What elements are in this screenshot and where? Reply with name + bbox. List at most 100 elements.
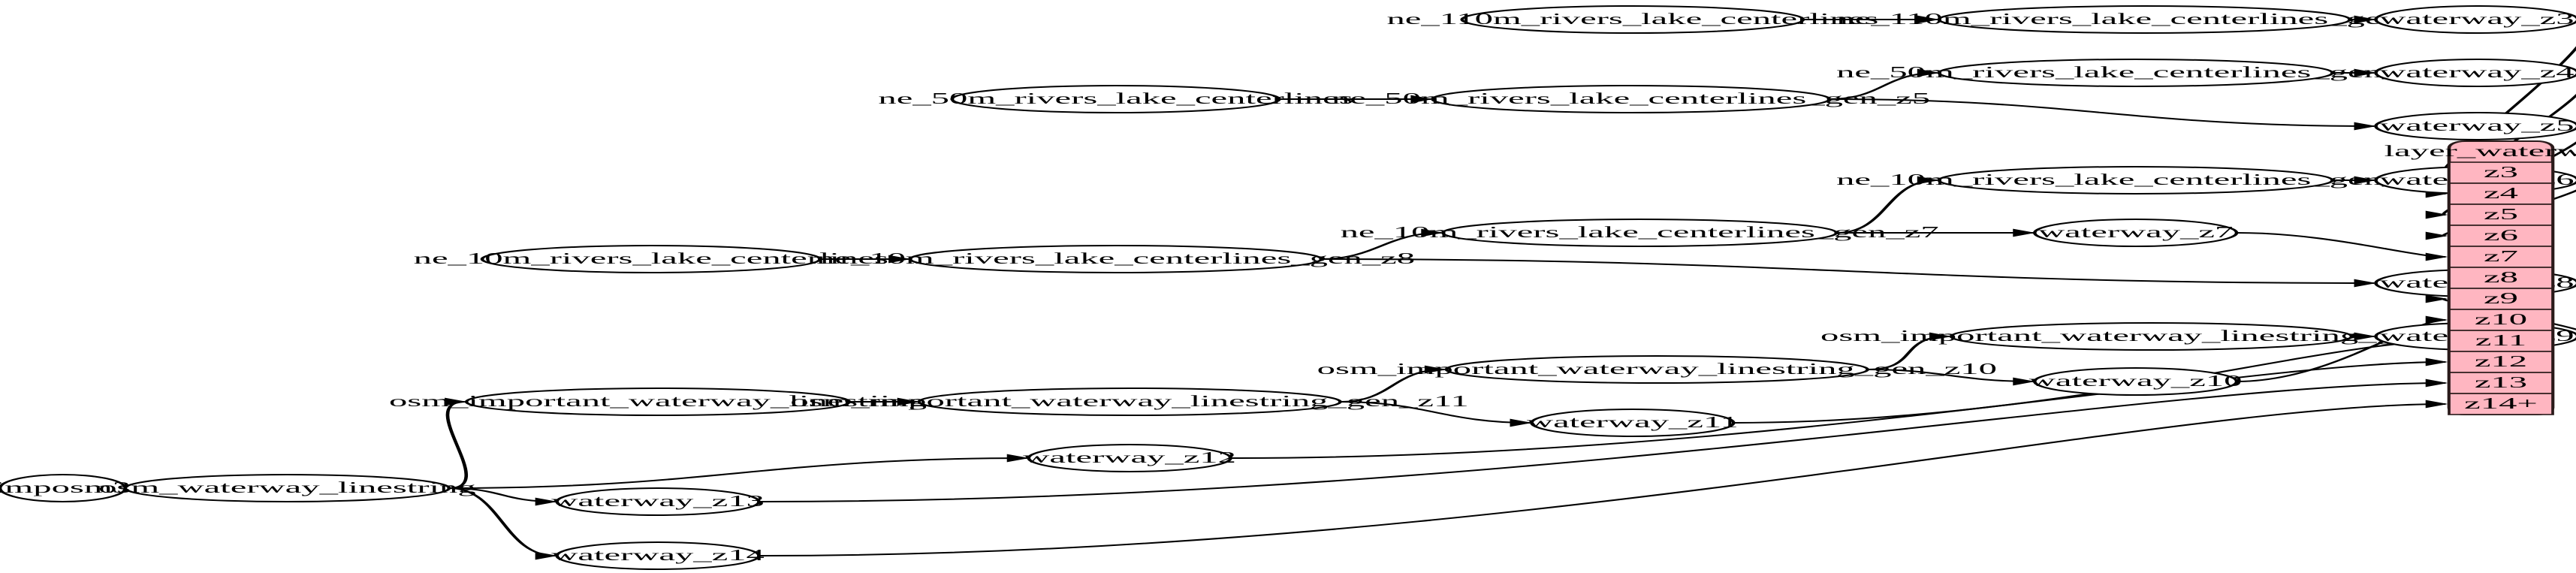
edge-waterway_z10-to-table-z10-arrow xyxy=(2425,315,2448,324)
node-ellipse-ne_50m_rivers_lake_centerlines_gen_z5 xyxy=(1431,85,1832,113)
table-row-z3[interactable] xyxy=(2448,161,2554,184)
node-ellipse-waterway_z7 xyxy=(2032,219,2239,247)
table-row-label-z3: z3 xyxy=(2484,164,2518,181)
node-ellipse-waterway_z13 xyxy=(555,487,761,516)
edge-osm_important_waterway_linestring_gen_z11-to-waterway_z11 xyxy=(1340,401,1531,424)
edge-ne_50m_rivers_lake_centerlines_gen_z5-to-waterway_z5-arrow xyxy=(2354,122,2377,131)
node-ellipse-osm_important_waterway_linestring_gen_z11 xyxy=(917,388,1342,416)
edge-ne_10m_rivers_lake_centerlines_gen_z8-to-ne_10m_rivers_lake_centerlines_gen_z7-arrow xyxy=(1421,228,1443,237)
node-ne_110m_rivers_lake_centerlines[interactable]: ne_110m_rivers_lake_centerlines xyxy=(1386,5,1878,34)
node-label-waterway_z4: waterway_z4 xyxy=(2379,64,2574,81)
node-osm_important_waterway_linestring_gen_z10[interactable]: osm_important_waterway_linestring_gen_z1… xyxy=(1317,355,1997,384)
table-row-label-z5: z5 xyxy=(2484,206,2518,223)
node-ne_10m_rivers_lake_centerlines_gen_z6[interactable]: ne_10m_rivers_lake_centerlines_gen_z6 xyxy=(1836,166,2435,195)
table-row-label-z7: z7 xyxy=(2484,248,2518,265)
node-waterway_z7[interactable]: waterway_z7 xyxy=(2032,219,2239,247)
node-osm_important_waterway_linestring[interactable]: osm_important_waterway_linestring xyxy=(389,388,927,416)
edge-waterway_z14-to-table-z14plus xyxy=(759,403,2446,556)
node-ne_10m_rivers_lake_centerlines_gen_z7[interactable]: ne_10m_rivers_lake_centerlines_gen_z7 xyxy=(1341,219,1939,247)
node-ellipse-ne_110m_rivers_lake_centerlines_gen_z3 xyxy=(1937,5,2352,34)
node-waterway_z13[interactable]: waterway_z13 xyxy=(551,487,765,516)
node-ellipse-waterway_z5 xyxy=(2374,112,2576,140)
node-waterway_z5[interactable]: waterway_z5 xyxy=(2374,112,2576,140)
table-row-label-z9: z9 xyxy=(2484,290,2518,307)
node-ne_10m_rivers_lake_centerlines_gen_z8[interactable]: ne_10m_rivers_lake_centerlines_gen_z8 xyxy=(816,245,1415,273)
edge-osm_important_waterway_linestring_gen_z9-to-waterway_z9-arrow xyxy=(2354,332,2377,341)
node-waterway_z4[interactable]: waterway_z4 xyxy=(2374,59,2576,87)
node-label-ne_50m_rivers_lake_centerlines: ne_50m_rivers_lake_centerlines xyxy=(878,90,1353,107)
edge-waterway_z14-to-table-z14plus-arrow xyxy=(2425,400,2448,409)
node-ellipse-waterway_z14 xyxy=(555,541,761,570)
edge-osm_waterway_linestring-to-waterway_z12 xyxy=(448,457,1027,489)
edge-ne_110m_rivers_lake_centerlines-to-ne_110m_rivers_lake_centerlines_gen_z3-arrow xyxy=(1917,15,1940,24)
node-osm_important_waterway_linestring_gen_z11[interactable]: osm_important_waterway_linestring_gen_z1… xyxy=(790,388,1469,416)
table-row-z11[interactable] xyxy=(2448,330,2554,352)
node-ellipse-ne_10m_rivers_lake_centerlines_gen_z6 xyxy=(1937,166,2334,195)
table-row-z9[interactable] xyxy=(2448,288,2554,310)
layer-waterway-table-body: z3z4z5z6z7z8z9z10z11z12z13z14+layer_wate… xyxy=(2384,140,2576,415)
node-ne_110m_rivers_lake_centerlines_gen_z3[interactable]: ne_110m_rivers_lake_centerlines_gen_z3 xyxy=(1836,5,2452,34)
node-ellipse-waterway_z12 xyxy=(1027,444,1232,472)
edge-ne_50m_rivers_lake_centerlines_gen_z5-to-ne_50m_rivers_lake_centerlines_gen_z4-arrow xyxy=(1917,68,1940,77)
node-ellipse-ne_10m_rivers_lake_centerlines_gen_z7 xyxy=(1440,219,1838,247)
node-label-ne_10m_rivers_lake_centerlines_gen_z6: ne_10m_rivers_lake_centerlines_gen_z6 xyxy=(1836,171,2435,188)
table-row-label-z8: z8 xyxy=(2484,269,2518,286)
node-imposm3[interactable]: imposm3 xyxy=(0,474,131,502)
edge-waterway_z6-to-table-z6-arrow xyxy=(2425,231,2448,240)
table-row-z8[interactable] xyxy=(2448,267,2554,289)
node-ne_50m_rivers_lake_centerlines[interactable]: ne_50m_rivers_lake_centerlines xyxy=(878,85,1353,113)
node-ellipse-osm_waterway_linestring xyxy=(123,474,451,502)
table-row-z14plus[interactable] xyxy=(2448,393,2554,415)
edge-osm_waterway_linestring-to-osm_important_waterway_linestring xyxy=(445,401,469,489)
table-row-z10[interactable] xyxy=(2448,309,2554,331)
table-row-label-z14plus: z14+ xyxy=(2464,395,2538,412)
node-label-ne_50m_rivers_lake_centerlines_gen_z4: ne_50m_rivers_lake_centerlines_gen_z4 xyxy=(1836,64,2435,81)
edge-waterway_z12-to-table-z12-arrow xyxy=(2425,357,2448,366)
edge-ne_10m_rivers_lake_centerlines-to-ne_10m_rivers_lake_centerlines_gen_z8-arrow xyxy=(888,255,911,264)
table-row-label-z10: z10 xyxy=(2475,311,2527,328)
node-ne_50m_rivers_lake_centerlines_gen_z5[interactable]: ne_50m_rivers_lake_centerlines_gen_z5 xyxy=(1332,85,1930,113)
node-label-ne_10m_rivers_lake_centerlines_gen_z8: ne_10m_rivers_lake_centerlines_gen_z8 xyxy=(816,250,1415,267)
edge-ne_110m_rivers_lake_centerlines_gen_z3-to-waterway_z3-arrow xyxy=(2354,15,2377,24)
table-row-z4[interactable] xyxy=(2448,182,2554,205)
node-label-imposm3: imposm3 xyxy=(0,479,131,496)
node-waterway_z12[interactable]: waterway_z12 xyxy=(1023,444,1236,472)
node-label-waterway_z7: waterway_z7 xyxy=(2038,224,2233,241)
table-row-z5[interactable] xyxy=(2448,204,2554,226)
node-label-osm_important_waterway_linestring: osm_important_waterway_linestring xyxy=(389,393,927,410)
edge-osm_waterway_linestring-to-waterway_z14 xyxy=(448,487,556,556)
node-waterway_z11[interactable]: waterway_z11 xyxy=(1527,409,1739,437)
edge-osm_important_waterway_linestring-to-osm_important_waterway_linestring_gen_z11-arrow xyxy=(897,397,920,406)
table-row-label-z4: z4 xyxy=(2484,185,2518,202)
edge-ne_50m_rivers_lake_centerlines_gen_z5-to-waterway_z5 xyxy=(1829,98,2375,127)
edge-ne_50m_rivers_lake_centerlines_gen_z4-to-waterway_z4-arrow xyxy=(2354,68,2377,77)
node-ne_10m_rivers_lake_centerlines[interactable]: ne_10m_rivers_lake_centerlines xyxy=(414,245,888,273)
node-ellipse-ne_50m_rivers_lake_centerlines xyxy=(950,85,1281,113)
node-osm_waterway_linestring[interactable]: osm_waterway_linestring xyxy=(98,474,476,502)
edge-ne_10m_rivers_lake_centerlines_gen_z8-to-waterway_z8-arrow xyxy=(2354,279,2377,288)
node-osm_important_waterway_linestring_gen_z9[interactable]: osm_important_waterway_linestring_gen_z9 xyxy=(1820,322,2482,351)
node-label-waterway_z13: waterway_z13 xyxy=(551,493,765,510)
node-ellipse-ne_10m_rivers_lake_centerlines_gen_z8 xyxy=(908,245,1323,273)
table-row-z12[interactable] xyxy=(2448,351,2554,373)
edge-osm_waterway_linestring-to-waterway_z12-arrow xyxy=(1006,454,1030,463)
node-label-ne_10m_rivers_lake_centerlines_gen_z7: ne_10m_rivers_lake_centerlines_gen_z7 xyxy=(1341,224,1939,241)
node-label-osm_important_waterway_linestring_gen_z10: osm_important_waterway_linestring_gen_z1… xyxy=(1317,360,1997,378)
node-label-waterway_z12: waterway_z12 xyxy=(1023,449,1236,466)
edge-waterway_z7-to-table-z7 xyxy=(2237,232,2446,258)
node-ellipse-osm_important_waterway_linestring xyxy=(464,388,852,416)
node-label-waterway_z10: waterway_z10 xyxy=(2029,372,2243,390)
node-label-osm_important_waterway_linestring_gen_z11: osm_important_waterway_linestring_gen_z1… xyxy=(790,393,1468,410)
node-ne_50m_rivers_lake_centerlines_gen_z4[interactable]: ne_50m_rivers_lake_centerlines_gen_z4 xyxy=(1836,59,2436,87)
node-waterway_z14[interactable]: waterway_z14 xyxy=(551,541,765,570)
node-ellipse-waterway_z4 xyxy=(2374,59,2576,87)
table-row-z6[interactable] xyxy=(2448,225,2554,247)
edge-osm_important_waterway_linestring_gen_z10-to-waterway_z10 xyxy=(1867,369,2033,382)
node-waterway_z3[interactable]: waterway_z3 xyxy=(2374,5,2576,34)
table-row-label-z12: z12 xyxy=(2475,353,2527,370)
edge-osm_important_waterway_linestring_gen_z11-to-osm_important_waterway_linestring_gen_z10-arrow xyxy=(1424,365,1447,374)
table-row-label-z13: z13 xyxy=(2475,374,2527,391)
node-waterway_z10[interactable]: waterway_z10 xyxy=(2029,367,2243,396)
node-ellipse-osm_important_waterway_linestring_gen_z10 xyxy=(1444,355,1870,384)
